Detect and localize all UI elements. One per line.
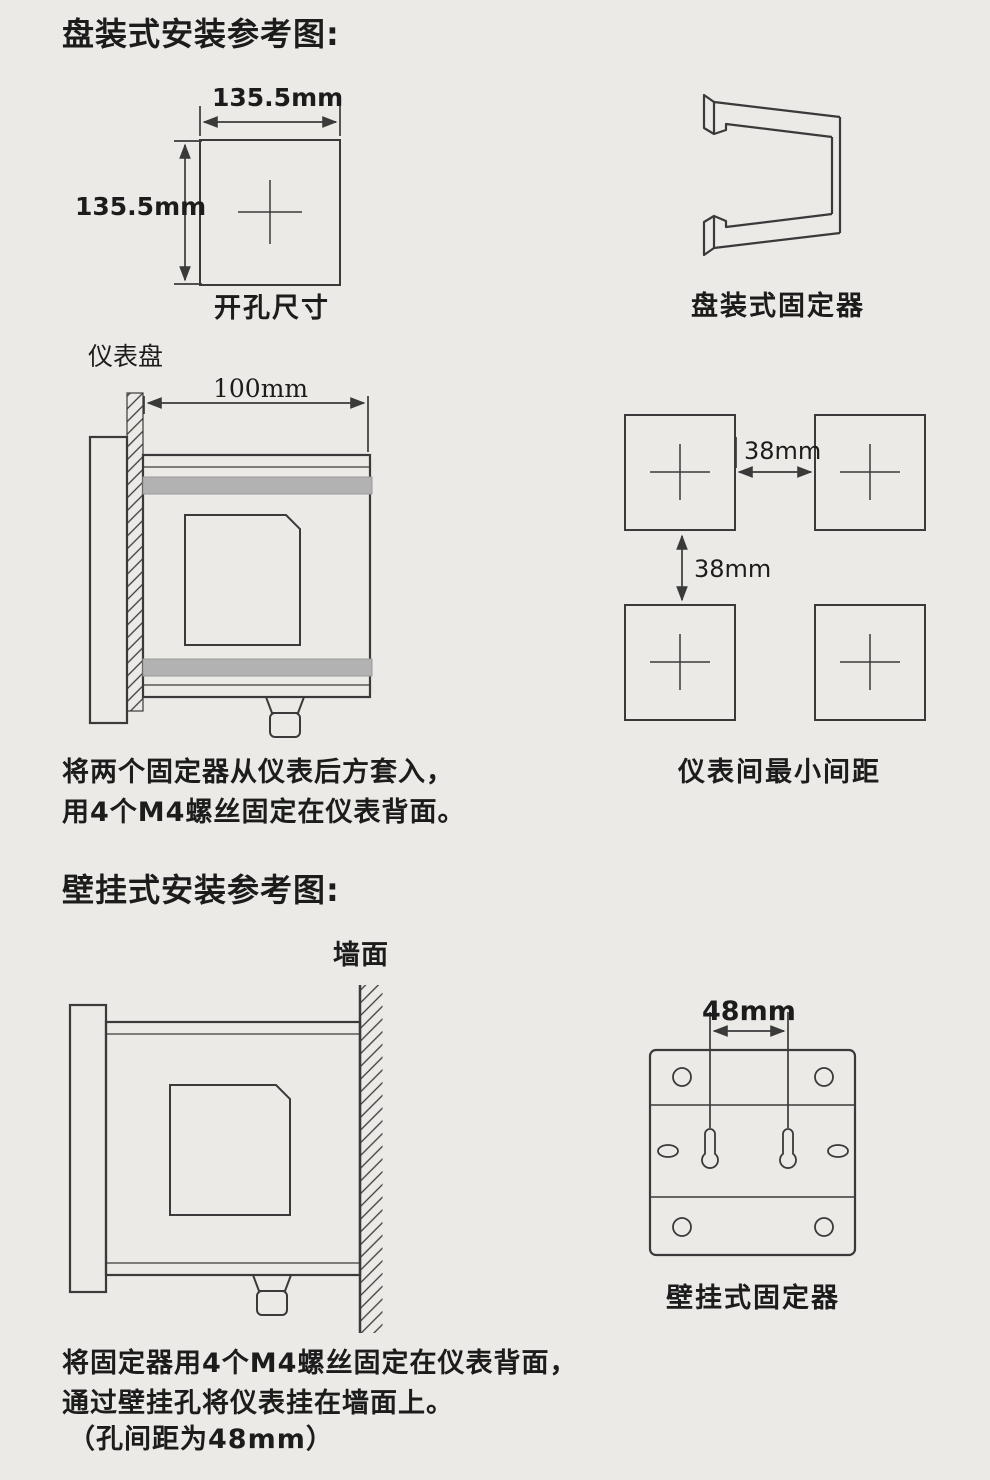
horizontal-spacing-dimension	[735, 437, 813, 478]
cutout-height-label: 135.5mm	[75, 192, 207, 221]
wall-plate-drawing	[648, 1012, 857, 1257]
vertical-spacing-label: 38mm	[694, 555, 772, 583]
fixer-rail-top	[142, 476, 373, 495]
screw-holes	[672, 1067, 834, 1237]
cutout-width-dimension	[199, 106, 341, 136]
plate-outline	[648, 1048, 857, 1257]
instrument-panel-label: 仪表盘	[88, 342, 164, 371]
cutout-diagram	[174, 106, 341, 286]
cutout-caption: 开孔尺寸	[214, 293, 330, 324]
wall-sideview-drawing	[68, 985, 383, 1333]
inner-module	[169, 1084, 291, 1216]
cutout-width-label: 135.5mm	[212, 83, 344, 112]
inner-module	[184, 514, 301, 646]
keyhole-slots	[701, 1128, 797, 1169]
cutout-square	[624, 604, 736, 721]
cutout-height-dimension	[174, 140, 202, 285]
cutout-square	[199, 139, 341, 286]
panel-sideview-drawing	[88, 392, 373, 738]
side-slots	[657, 1144, 849, 1158]
instrument-body	[141, 453, 372, 699]
cable-gland	[251, 1274, 293, 1316]
horizontal-spacing-label: 38mm	[744, 437, 822, 465]
panel-note-line-1: 将两个固定器从仪表后方套入，	[62, 757, 454, 788]
wall-surface-label: 墙面	[333, 940, 389, 971]
panel-bracket-caption: 盘装式固定器	[691, 291, 865, 322]
hole-spacing-label: 48mm	[702, 996, 796, 1027]
panel-bracket-drawing	[702, 93, 842, 257]
depth-dimension-label: 100mm	[213, 374, 309, 403]
center-cross	[650, 444, 900, 690]
cutout-square	[814, 604, 926, 721]
min-spacing-diagram	[624, 414, 926, 721]
panel-note-line-2: 用4个M4螺丝固定在仪表背面。	[62, 797, 466, 828]
min-spacing-caption: 仪表间最小间距	[678, 757, 881, 788]
wall-note-line-2: 通过壁挂孔将仪表挂在墙面上。	[62, 1388, 454, 1419]
instrument-body	[104, 1020, 362, 1277]
cable-gland	[264, 696, 306, 738]
cutout-square	[814, 414, 926, 531]
wall-plate-caption: 壁挂式固定器	[666, 1283, 840, 1314]
hole-spacing-dimension	[709, 1012, 789, 1128]
panel-mount-title: 盘装式安装参考图:	[62, 15, 340, 53]
fixer-rail-bottom	[142, 658, 373, 677]
depth-dimension	[143, 396, 369, 452]
instrument-bezel	[68, 1003, 108, 1294]
wall-note-line-3: （孔间距为48mm）	[68, 1424, 334, 1455]
panel-section-hatch	[126, 392, 144, 712]
cutout-square	[624, 414, 736, 531]
center-cross	[238, 180, 302, 244]
wall-hatch	[360, 985, 383, 1333]
wall-mount-title: 壁挂式安装参考图:	[62, 871, 340, 909]
wall-note-line-1: 将固定器用4个M4螺丝固定在仪表背面，	[62, 1348, 578, 1379]
instrument-bezel	[88, 435, 129, 725]
